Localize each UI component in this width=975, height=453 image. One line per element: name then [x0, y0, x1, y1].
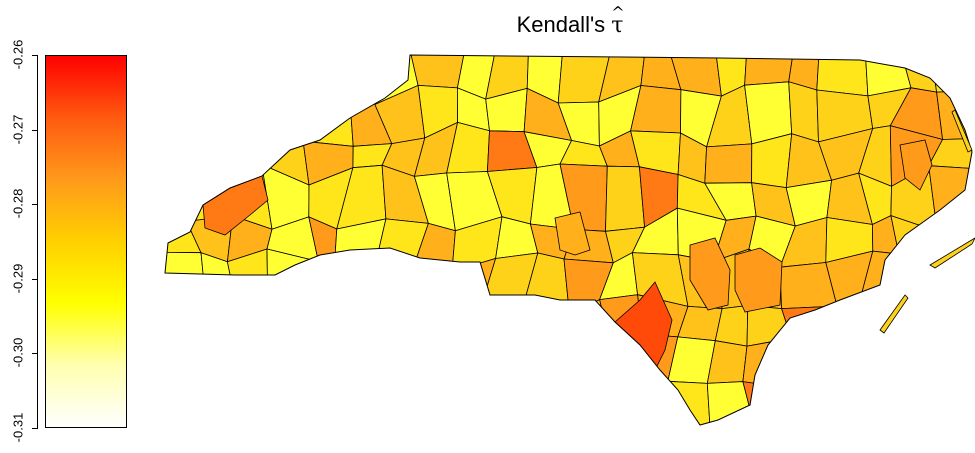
county-polygon: [745, 50, 794, 85]
county-polygon: [227, 125, 277, 165]
county-polygon: [160, 291, 205, 351]
county-polygon: [233, 337, 282, 398]
county-polygon: [335, 258, 391, 314]
county-polygon: [417, 301, 465, 342]
county-polygon: [226, 84, 282, 128]
county-polygon: [277, 84, 307, 141]
county-polygon: [827, 335, 863, 399]
county-polygon: [262, 297, 313, 357]
county-polygon: [790, 338, 829, 399]
county-polygon: [563, 349, 612, 400]
county-polygon: [339, 307, 391, 357]
county-polygon: [446, 339, 496, 383]
county-polygon: [303, 87, 353, 147]
county-polygon: [262, 337, 306, 398]
county-polygon: [606, 166, 645, 231]
county-polygon: [160, 378, 193, 430]
county-polygon: [826, 384, 872, 430]
county-polygon: [488, 339, 534, 384]
county-polygon: [521, 342, 565, 399]
county-polygon-highlight: [735, 248, 782, 312]
county-polygon: [301, 375, 353, 430]
county-polygon: [604, 379, 646, 430]
county-polygon: [160, 346, 198, 383]
county-polygon: [930, 249, 975, 311]
county-polygon: [160, 133, 196, 186]
county-polygon: [829, 299, 864, 349]
county-polygon: [782, 306, 838, 350]
county-polygon: [269, 375, 304, 430]
county-polygon: [381, 315, 418, 355]
county-polygon: [745, 82, 792, 144]
county-polygon: [420, 383, 465, 430]
county-polygon: [263, 50, 307, 94]
county-polygon: [930, 301, 975, 349]
county-polygon: [890, 333, 937, 383]
county-polygon: [463, 296, 488, 342]
county-polygon: [855, 335, 892, 384]
county-polygon: [496, 377, 533, 430]
county-polygon: [418, 335, 465, 398]
county-polygon: [160, 185, 191, 221]
county-polygon: [160, 50, 207, 104]
county-polygon: [196, 91, 229, 133]
county-polygon: [351, 355, 390, 401]
county-polygon: [446, 377, 498, 430]
county-polygon: [306, 303, 351, 356]
county-polygon: [484, 296, 522, 342]
county-polygon: [855, 379, 893, 430]
county-polygon: [521, 309, 570, 358]
county-polygon: [375, 265, 417, 315]
county-polygon: [235, 297, 268, 343]
county-polygon: [789, 82, 819, 142]
county-layer: [160, 50, 975, 430]
county-polygon: [381, 394, 421, 430]
county-polygon: [352, 394, 390, 430]
county-polygon: [668, 381, 710, 430]
county-polygon: [892, 379, 938, 430]
county-polygon: [930, 333, 975, 383]
county-polygon: [344, 50, 382, 105]
county-polygon: [313, 258, 339, 306]
outer-banks-sliver: [930, 238, 975, 268]
county-polygon: [930, 378, 975, 430]
county-polygon: [563, 379, 607, 430]
county-polygon: [301, 356, 353, 400]
county-polygon: [860, 299, 902, 345]
county-polygon: [817, 50, 868, 96]
county-polygon: [197, 50, 236, 104]
county-polygon: [160, 81, 207, 143]
county-polygon: [188, 343, 237, 393]
county-polygon: [413, 267, 463, 314]
county-polygon: [936, 223, 975, 252]
outer-banks-sliver: [880, 295, 908, 333]
county-polygon: [705, 144, 752, 183]
county-polygon: [191, 128, 229, 185]
county-polygon: [788, 389, 827, 430]
county-polygon: [303, 50, 350, 94]
county-polygon: [188, 383, 233, 430]
county-polygon: [198, 291, 237, 346]
county-polygon: [743, 382, 790, 430]
county-polygon: [527, 385, 573, 431]
county-polygon: [226, 50, 282, 91]
county-polygon: [381, 335, 421, 398]
county-polygon: [225, 392, 281, 430]
